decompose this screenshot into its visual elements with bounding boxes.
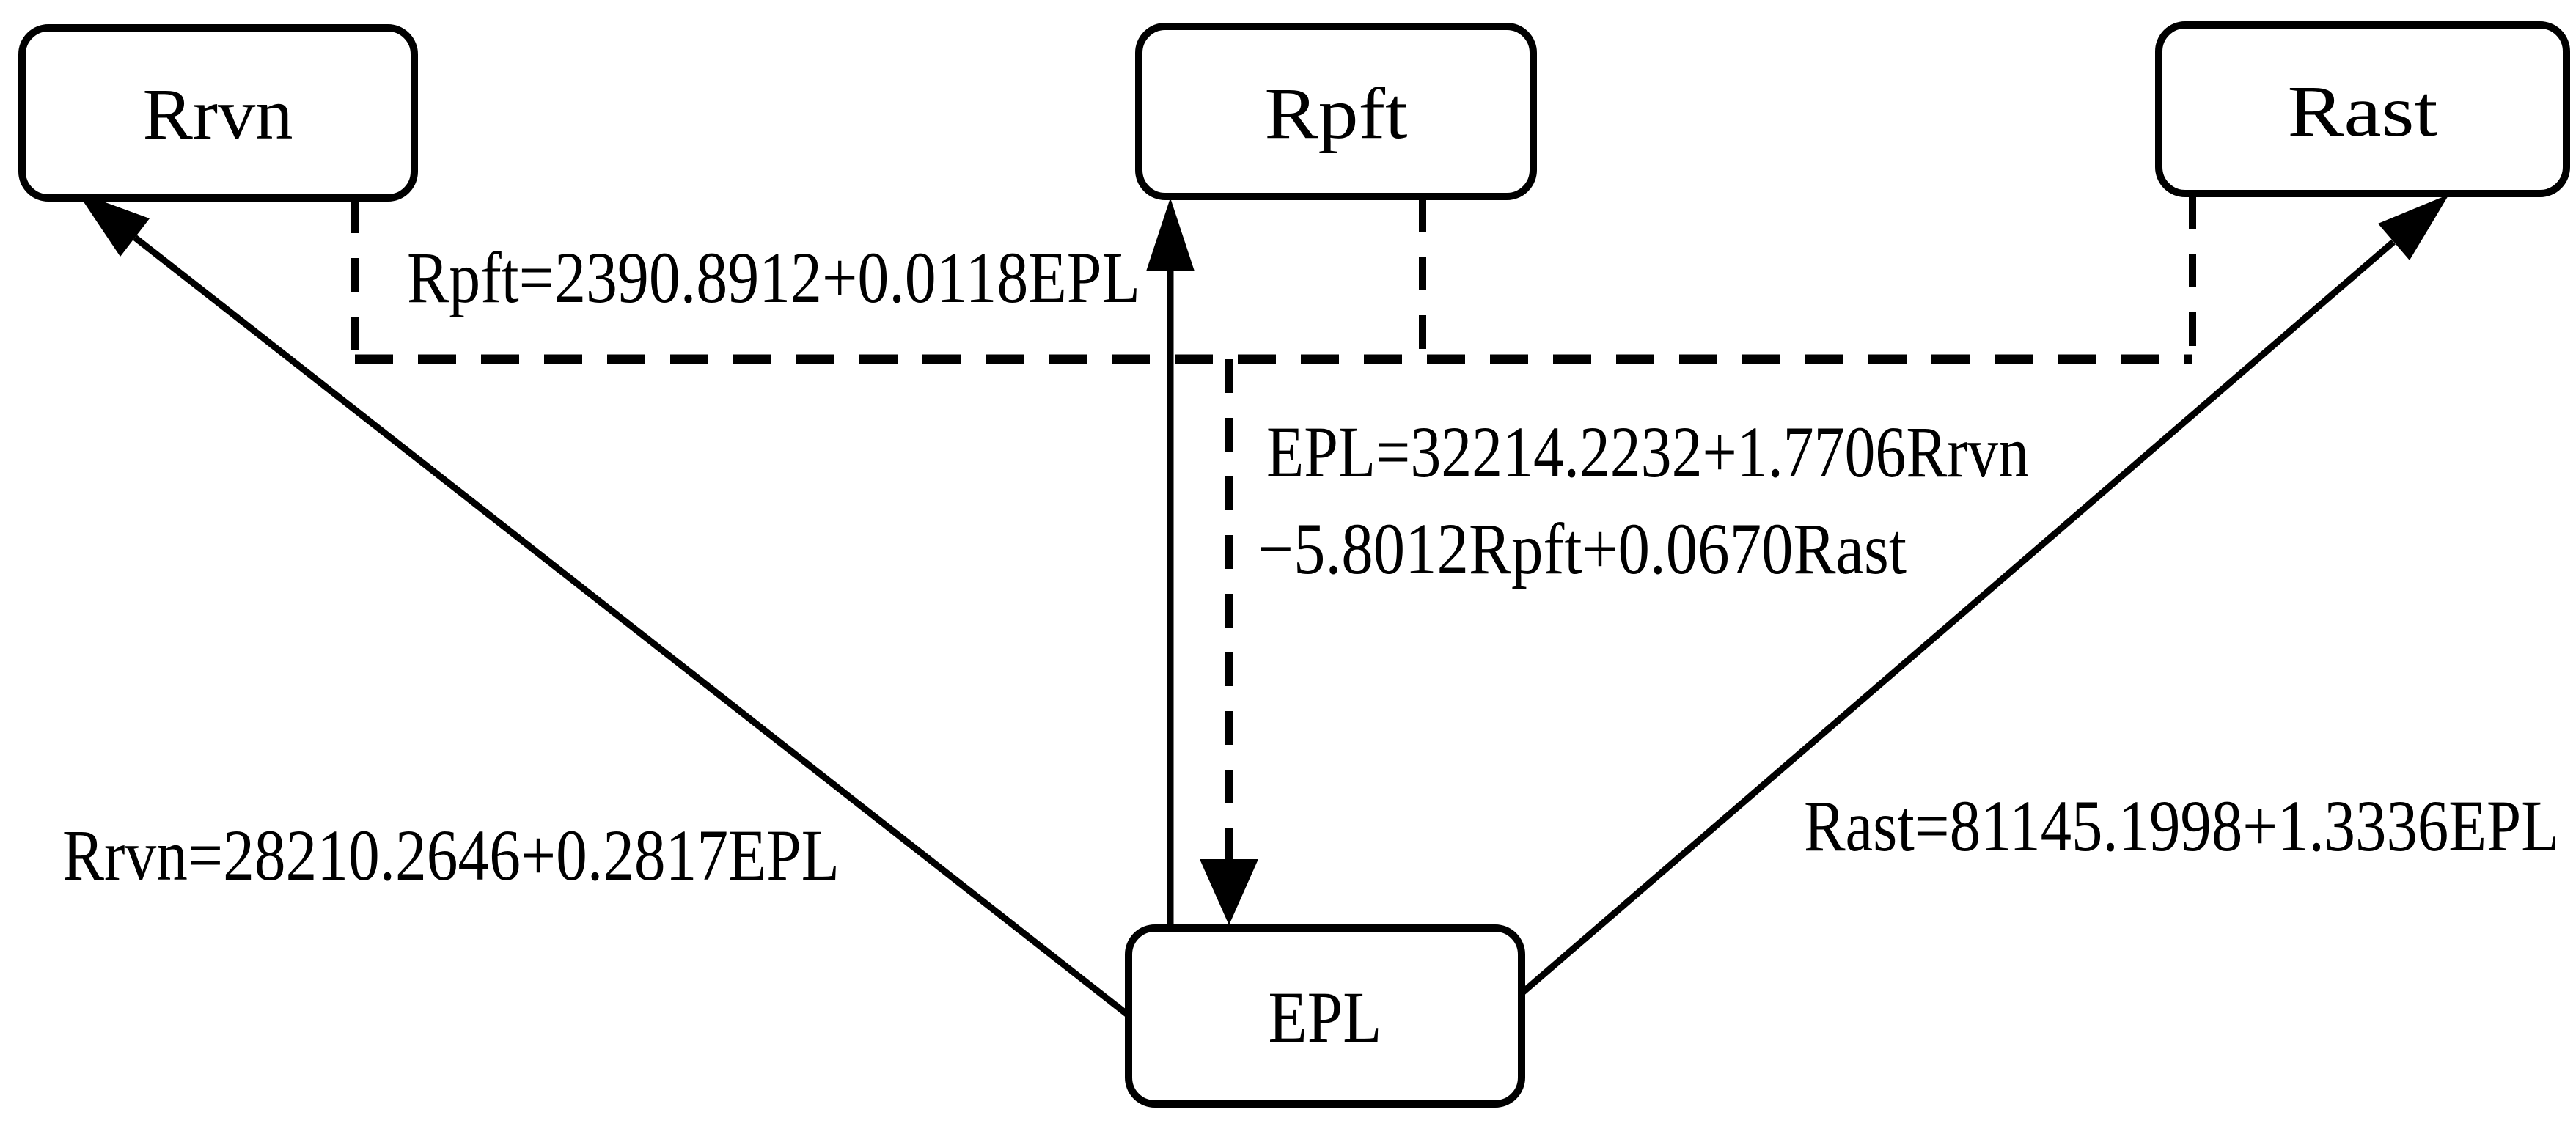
node-rpft-box [1135,23,1537,200]
node-rast-label: Rast [2288,70,2438,152]
equation-rrvn: Rrvn=28210.2646+0.2817EPL [62,814,840,896]
node-rpft-label: Rpft [1265,73,1408,154]
arrowhead-epl-to-rpft [1146,198,1195,271]
node-rast-box [2155,21,2570,197]
arrow-line-epl-to-rrvn [133,235,1131,1018]
dashed-arrowhead-into-epl [1200,859,1258,925]
node-rrvn-box [18,24,418,202]
node-epl-label: EPL [1269,976,1382,1058]
node-rrvn-label: Rrvn [143,73,293,155]
equation-rast: Rast=81145.1998+1.3336EPL [1804,785,2559,866]
equation-epl-line1: EPL=32214.2232+1.7706Rrvn [1266,411,2029,493]
arrow-line-epl-to-rast [1519,239,2396,996]
arrowhead-epl-to-rrvn [77,192,150,257]
node-epl-box [1125,924,1525,1108]
arrowhead-epl-to-rast [2378,194,2449,260]
equation-epl-line2: −5.8012Rpft+0.0670Rast [1258,508,1907,589]
equation-rpft: Rpft=2390.8912+0.0118EPL [407,237,1140,318]
